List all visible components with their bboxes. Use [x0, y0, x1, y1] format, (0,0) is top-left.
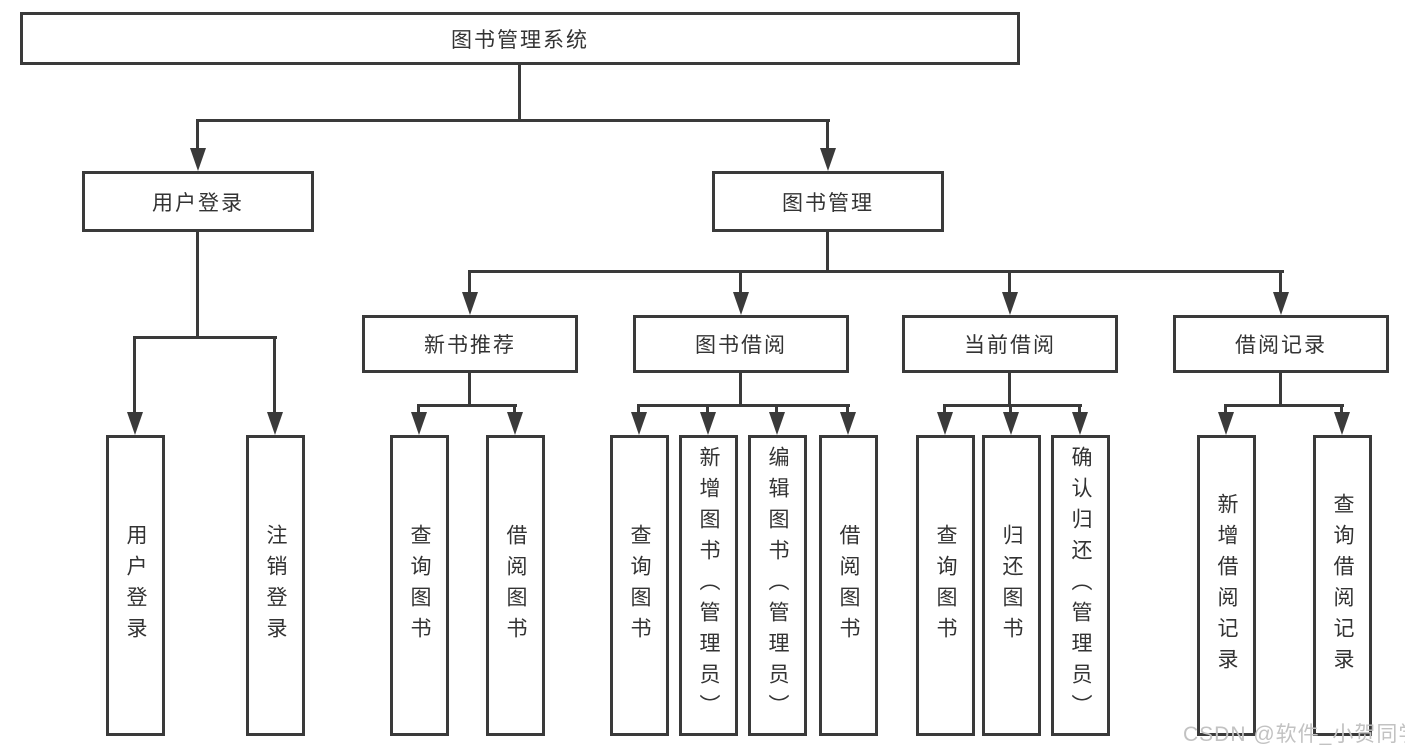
connector-drop-leaf-user-login — [133, 336, 136, 413]
arrow-leaf — [1218, 412, 1234, 435]
leaf-query-borrow-record: 查询借阅记录 — [1313, 435, 1372, 736]
arrow-leaf — [631, 412, 647, 435]
connector-drop-borrow-records — [1279, 270, 1282, 293]
connector-drop — [943, 404, 946, 414]
arrow-leaf — [840, 412, 856, 435]
node-borrow-records: 借阅记录 — [1173, 315, 1389, 373]
connector-drop-leaf-logout — [273, 336, 276, 413]
connector-drop — [637, 404, 640, 414]
connector-borrow-records-branch — [1224, 404, 1344, 407]
connector-drop — [775, 404, 778, 414]
arrow-leaf — [1072, 412, 1088, 435]
connector-book-management-stem — [826, 229, 829, 273]
connector-current-borrowing-branch — [943, 404, 1082, 407]
connector-book-borrowing-stem — [739, 371, 742, 407]
arrow-leaf — [507, 412, 523, 435]
connector-drop-current-borrowing — [1008, 270, 1011, 293]
connector-book-management-branch — [468, 270, 1284, 273]
leaf-label: 用户登录 — [124, 523, 147, 648]
connector-drop-book-borrowing — [739, 270, 742, 293]
arrow-leaf — [700, 412, 716, 435]
connector-drop — [1224, 404, 1227, 414]
connector-root-branch — [196, 119, 830, 122]
node-label: 用户登录 — [152, 191, 244, 215]
leaf-borrow-books-recommend: 借阅图书 — [486, 435, 545, 736]
connector-book-borrowing-branch — [637, 404, 850, 407]
arrow-new-book — [462, 292, 478, 315]
node-label: 图书管理 — [782, 191, 874, 215]
leaf-label: 查询图书 — [628, 523, 651, 648]
arrow-leaf-user-login — [127, 412, 143, 435]
leaf-logout: 注销登录 — [246, 435, 305, 736]
leaf-add-borrow-record: 新增借阅记录 — [1197, 435, 1256, 736]
csdn-watermark: CSDN @软件_小贺同学 — [1183, 723, 1405, 746]
arrow-borrow-records — [1273, 292, 1289, 315]
arrow-current-borrowing — [1002, 292, 1018, 315]
node-book-management: 图书管理 — [712, 171, 944, 232]
leaf-borrow-books: 借阅图书 — [819, 435, 878, 736]
node-library-management-system: 图书管理系统 — [20, 12, 1020, 65]
connector-drop — [846, 404, 849, 414]
node-new-book-recommend: 新书推荐 — [362, 315, 578, 373]
arrow-book-management — [820, 148, 836, 171]
leaf-label: 注销登录 — [264, 523, 287, 648]
leaf-label: 借阅图书 — [504, 523, 527, 648]
leaf-label: 新增图书（管理员） — [697, 446, 720, 725]
leaf-confirm-return-admin: 确认归还（管理员） — [1051, 435, 1110, 736]
leaf-edit-books-admin: 编辑图书（管理员） — [748, 435, 807, 736]
arrow-leaf — [1334, 412, 1350, 435]
arrow-leaf — [769, 412, 785, 435]
node-book-borrowing: 图书借阅 — [633, 315, 849, 373]
node-label: 借阅记录 — [1235, 334, 1327, 357]
leaf-add-books-admin: 新增图书（管理员） — [679, 435, 738, 736]
node-label: 新书推荐 — [424, 334, 516, 357]
leaf-query-books-recommend: 查询图书 — [390, 435, 449, 736]
leaf-label: 查询图书 — [934, 523, 957, 648]
arrow-leaf — [1003, 412, 1019, 435]
connector-drop — [1078, 404, 1081, 414]
connector-user-login-stem — [196, 229, 199, 339]
connector-current-borrowing-stem — [1008, 371, 1011, 407]
leaf-label: 查询图书 — [408, 523, 431, 648]
connector-user-login-branch — [133, 336, 277, 339]
leaf-label: 查询借阅记录 — [1331, 492, 1354, 679]
arrow-book-borrowing — [733, 292, 749, 315]
connector-drop — [417, 404, 420, 414]
node-current-borrowing: 当前借阅 — [902, 315, 1118, 373]
connector-drop-user-login — [196, 119, 199, 149]
arrow-leaf — [411, 412, 427, 435]
leaf-label: 归还图书 — [1000, 523, 1023, 648]
connector-drop — [706, 404, 709, 414]
connector-new-book-stem — [468, 371, 471, 407]
arrow-leaf — [937, 412, 953, 435]
node-user-login: 用户登录 — [82, 171, 314, 232]
node-label: 当前借阅 — [964, 334, 1056, 357]
connector-new-book-branch — [417, 404, 517, 407]
connector-drop — [1009, 404, 1012, 414]
leaf-user-login: 用户登录 — [106, 435, 165, 736]
leaf-label: 借阅图书 — [837, 523, 860, 648]
node-label: 图书管理系统 — [451, 28, 589, 52]
connector-borrow-records-stem — [1279, 371, 1282, 407]
connector-drop — [1340, 404, 1343, 414]
connector-root-stem — [518, 64, 521, 122]
leaf-label: 编辑图书（管理员） — [766, 446, 789, 725]
leaf-query-books-borrowing: 查询图书 — [610, 435, 669, 736]
arrow-user-login — [190, 148, 206, 171]
connector-drop — [513, 404, 516, 414]
node-label: 图书借阅 — [695, 334, 787, 357]
leaf-query-books-current: 查询图书 — [916, 435, 975, 736]
connector-drop-book-management — [826, 119, 829, 149]
leaf-return-books: 归还图书 — [982, 435, 1041, 736]
leaf-label: 新增借阅记录 — [1215, 492, 1238, 679]
arrow-leaf-logout — [267, 412, 283, 435]
connector-drop-new-book — [468, 270, 471, 293]
leaf-label: 确认归还（管理员） — [1069, 446, 1092, 725]
